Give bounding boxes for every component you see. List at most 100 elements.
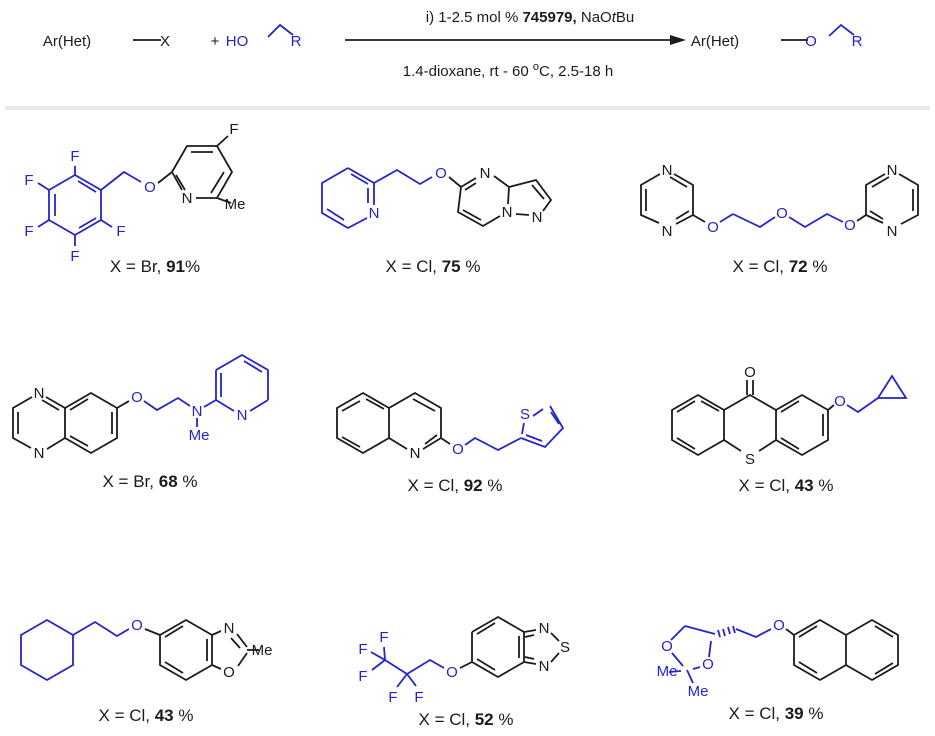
yield-label: X = Cl, 72 % [732,257,828,276]
product-bond [828,23,855,37]
atom-label: O [435,165,447,182]
atom-label: F [358,641,367,658]
yield-label: X = Cl, 92 % [407,476,503,495]
atom-label: N [34,445,45,462]
compound-4-blue-bonds [143,353,269,427]
section-divider [5,106,930,110]
yield-label: X = Cl, 75 % [385,257,481,276]
compound-4-black-bonds [12,391,130,455]
compound-3-black-bonds [640,173,919,225]
atom-label: O [702,656,714,673]
atom-label: O [707,219,719,236]
atom-label: O [661,638,673,655]
atom-label: F [388,689,397,706]
compound-8-black-bonds [459,615,560,679]
compound-6-structure: O S O [671,364,908,468]
atom-label: N [539,620,550,637]
atom-label: N [410,445,421,462]
atom-label: O [131,617,143,634]
compound-7-blue-bonds [20,618,130,682]
atom-label: N [887,162,898,179]
compound-4: N N O N Me N X = Br, 68 % [0,330,311,550]
atom-label: O [834,393,846,410]
atom-label: N [480,165,491,182]
atom-label: F [24,223,33,240]
compound-7: O N O Me X = Cl, 43 % [0,552,311,736]
compound-2-blue-bonds [321,167,433,230]
compound-5-blue-bonds [464,405,565,452]
compound-4-structure: N N O N Me N [12,353,269,462]
compound-1: F F F F F O N F Me X = Br, 91% [0,110,311,330]
atom-label: N [662,223,673,240]
alcohol-r-label: R [291,33,302,50]
atom-label: O [776,205,788,222]
compound-5: N O S X = Cl, 92 % [311,330,623,550]
product-aryl-label: Ar(Het) [691,33,739,50]
compound-2-structure: N O N N N [321,165,553,230]
compound-8: F F F F F O N S N X = Cl, 52 % [311,552,623,736]
compound-1-structure: F F F F F O N F Me [24,121,246,265]
atom-label: N [887,223,898,240]
atom-label: Me [657,663,678,680]
atom-label: N [182,190,193,207]
compound-9-structure: O O Me Me O [657,617,899,700]
atom-label: Me [225,196,246,213]
atom-label: O [144,179,156,196]
compound-6-black-bonds [671,380,835,457]
alcohol-ho-label: HO [226,33,249,50]
yield-label: X = Br, 91% [109,257,201,276]
atom-label: O [773,617,785,634]
atom-label: N [192,403,203,420]
atom-label: O [744,364,756,381]
atom-label: F [70,148,79,165]
yield-label: X = Cl, 52 % [418,710,514,729]
stereo-hash-bond [717,625,736,638]
atom-label: Me [189,427,210,444]
reaction-equation: Ar(Het) X + HO R i) 1-2.5 mol % 745979, … [43,9,863,80]
atom-label: N [369,205,380,222]
atom-label: F [379,629,388,646]
plus-sign: + [211,33,220,50]
compound-9: O O Me Me O X = Cl, 39 % [623,552,935,736]
atom-label: N [237,407,248,424]
atom-label: N [502,204,513,221]
atom-label: Me [688,683,709,700]
compound-6: O S O X = Cl, 43 % [623,330,935,550]
halide-x-label: X [160,33,170,50]
atom-label: N [532,209,543,226]
aryl-halide-label: Ar(Het) [43,33,91,50]
compound-8-blue-bonds [370,646,445,688]
compound-6-blue-bonds [846,374,908,414]
atom-label: O [452,441,464,458]
atom-label: O [223,664,235,681]
compound-3-structure: N N O O O N N [640,162,919,240]
atom-label: Me [252,642,273,659]
compound-5-black-bonds [336,391,451,455]
yield-label: X = Br, 68 % [102,472,198,491]
compound-3: N N O O O N N X = Cl, 72 % [623,110,935,330]
product-o-label: O [805,33,817,50]
atom-label: O [844,217,856,234]
atom-label: O [446,664,458,681]
atom-label: N [34,385,45,402]
yield-label: X = Cl, 43 % [738,476,834,495]
atom-label: S [745,451,755,468]
atom-label: F [24,172,33,189]
product-r-label: R [852,33,863,50]
compound-1-black-bonds [157,135,234,204]
atom-label: S [520,406,530,423]
atom-label: S [560,639,570,656]
atom-label: F [70,248,79,265]
conditions-bottom: 1.4-dioxane, rt - 60 oC, 2.5-18 h [403,61,613,80]
compound-3-blue-bonds [719,212,844,229]
compound-5-structure: N O S [336,391,565,462]
conditions-top: i) 1-2.5 mol % 745979, NaOtBu [426,9,634,26]
atom-label: O [131,389,143,406]
reaction-arrow-head [670,35,686,45]
yield-label: X = Cl, 39 % [728,704,824,723]
atom-label: F [116,223,125,240]
atom-label: N [662,162,673,179]
compound-2-black-bonds [448,175,553,228]
compound-8-structure: F F F F F O N S N [358,615,570,706]
